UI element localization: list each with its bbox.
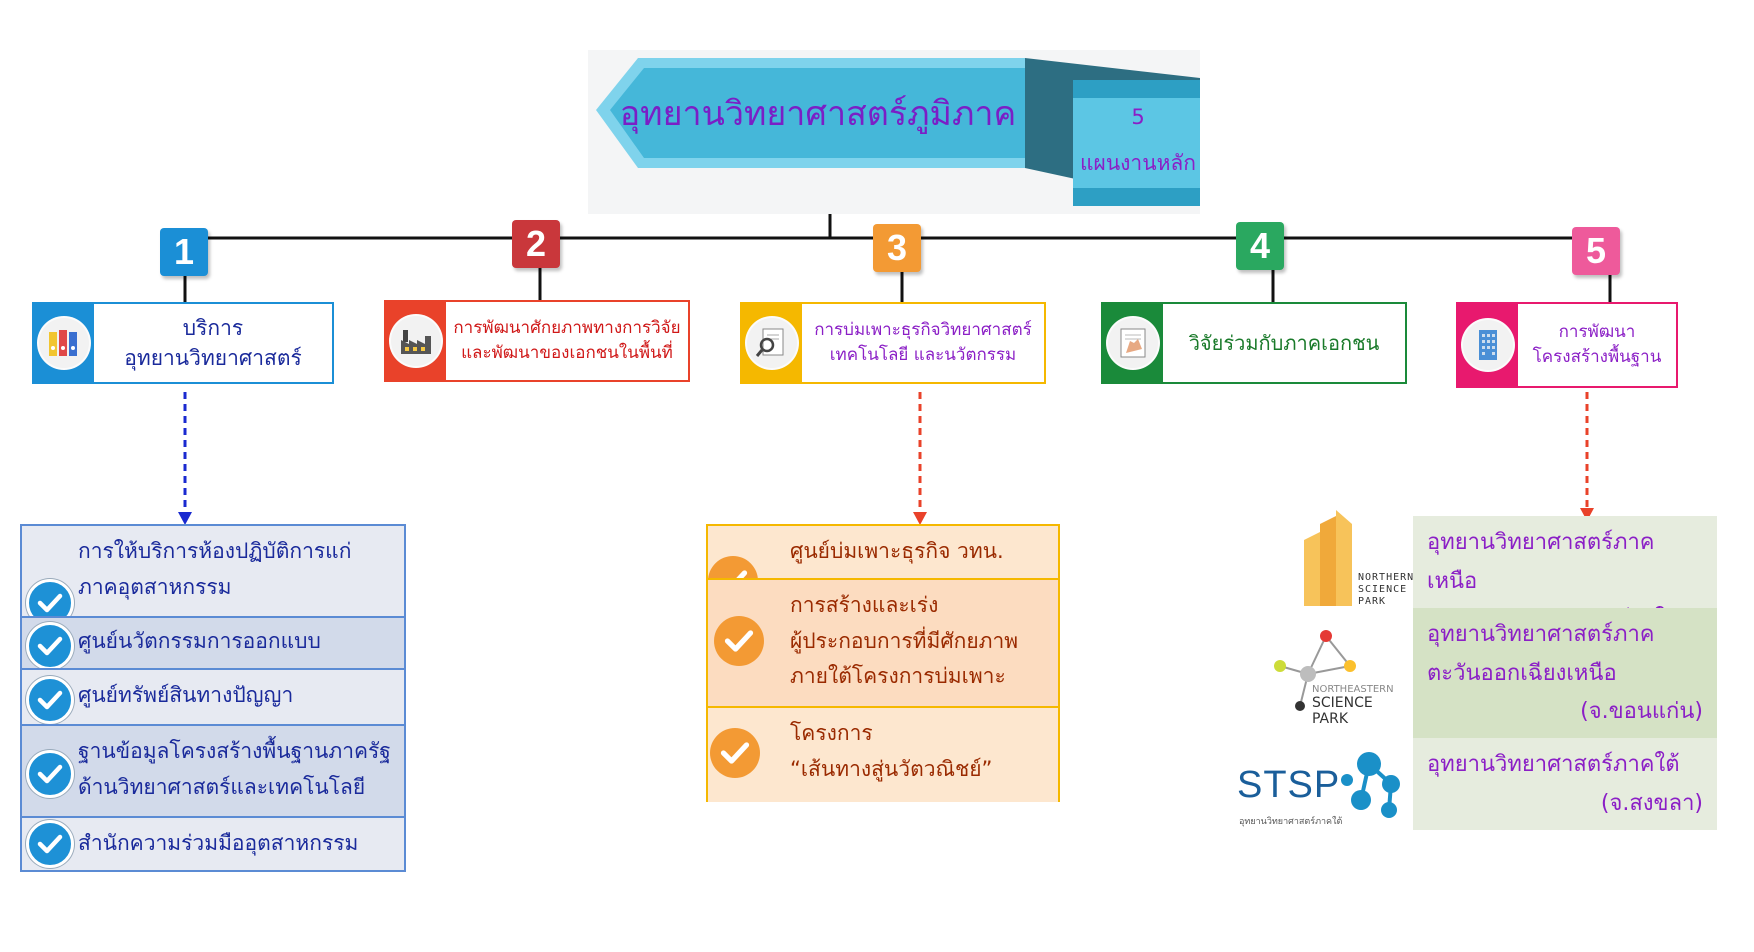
plan-1-line1: บริการ (182, 315, 244, 340)
northern-science-park-logo: NORTHERN SCIENCE PARK (1302, 510, 1415, 610)
plan-number-3: 3 (873, 224, 921, 272)
plan-card-1: บริการ อุทยานวิทยาศาสตร์ (32, 302, 334, 384)
plan-4-line1: วิจัยร่วมกับภาคเอกชน (1188, 330, 1380, 355)
park-row-northeastern: อุทยานวิทยาศาสตร์ภาค ตะวันออกเฉียงเหนือ … (1413, 608, 1717, 738)
list-item: การให้บริการห้องปฏิบัติการแก่ ภาคอุตสาหก… (22, 526, 404, 627)
services-list: การให้บริการห้องปฏิบัติการแก่ ภาคอุตสาหก… (20, 524, 406, 872)
plan-card-4: วิจัยร่วมกับภาคเอกชน (1101, 302, 1407, 384)
service-4-line1: ฐานข้อมูลโครงสร้างพื้นฐานภาครัฐ (78, 739, 391, 763)
service-1-line1: การให้บริการห้องปฏิบัติการแก่ (78, 539, 352, 563)
incubation-3-line2: “เส้นทางสู่นวัตวณิชย์” (790, 756, 993, 781)
header-title: อุทยานวิทยาศาสตร์ภูมิภาค (619, 94, 1017, 134)
plan-1-line2: อุทยานวิทยาศาสตร์ (124, 346, 302, 370)
park-row-southern: อุทยานวิทยาศาสตร์ภาคใต้ (จ.สงขลา) (1413, 738, 1717, 830)
park-2-name-line2: ตะวันออกเฉียงเหนือ (1427, 660, 1617, 686)
check-icon (26, 820, 74, 868)
incubation-list: ศูนย์บ่มเพาะธุรกิจ วทน. การสร้างและเร่ง … (706, 524, 1060, 802)
park-3-name: อุทยานวิทยาศาสตร์ภาคใต้ (1427, 752, 1680, 777)
binders-icon (37, 316, 91, 370)
plan-number-5: 5 (1572, 227, 1620, 275)
park-2-province: (จ.ขอนแก่น) (1580, 699, 1703, 724)
check-icon (26, 750, 74, 798)
list-item: สำนักความร่วมมืออุตสาหกรรม (22, 816, 404, 870)
service-4-line2: ด้านวิทยาศาสตร์และเทคโนโลยี (78, 774, 366, 799)
park-3-province: (จ.สงขลา) (1600, 790, 1703, 816)
service-1-line2: ภาคอุตสาหกรรม (78, 574, 232, 599)
plan-number-2: 2 (512, 220, 560, 268)
plan-card-2: การพัฒนาศักยภาพทางการวิจัย และพัฒนาของเอ… (384, 300, 690, 382)
list-item: การสร้างและเร่ง ผู้ประกอบการที่มีศักยภาพ… (708, 578, 1058, 708)
plan-card-5: การพัฒนา โครงสร้างพื้นฐาน (1456, 302, 1678, 388)
handshake-document-icon (1106, 316, 1160, 370)
magnifier-document-icon (745, 316, 799, 370)
service-5-line1: สำนักความร่วมมืออุตสาหกรรม (78, 831, 359, 855)
incubation-3-line1: โครงการ (790, 721, 873, 745)
list-item: ศูนย์ทรัพย์สินทางปัญญา (22, 668, 404, 724)
northern-logo-line2: SCIENCE (1358, 584, 1408, 595)
northeastern-science-park-logo: NORTHEASTERN SCIENCE PARK (1268, 628, 1412, 727)
list-item: ศูนย์บ่มเพาะธุรกิจ วทน. (708, 526, 1058, 606)
header-count-label: แผนงานหลัก (1079, 151, 1197, 175)
park-row-northern: อุทยานวิทยาศาสตร์ภาคเหนือ (จ.เชียงใหม่) (1413, 516, 1717, 632)
list-item: โครงการ “เส้นทางสู่นวัตวณิชย์” (708, 706, 1058, 802)
northern-logo-line1: NORTHERN (1358, 572, 1415, 583)
plan-number-4: 4 (1236, 222, 1284, 270)
stsp-logo-subtext: อุทยานวิทยาศาสตร์ภาคใต้ (1239, 817, 1343, 827)
plan-card-3: การบ่มเพาะธุรกิจวิทยาศาสตร์ เทคโนโลยี แล… (740, 302, 1046, 384)
check-icon (710, 728, 760, 778)
building-icon (1461, 318, 1515, 372)
check-icon (714, 616, 764, 666)
check-icon (26, 676, 74, 724)
service-2-line1: ศูนย์นวัตกรรมการออกแบบ (78, 629, 321, 653)
arrow-banner-shape (596, 58, 1200, 206)
plan-5-line1: การพัฒนา (1558, 322, 1636, 343)
northeastern-logo-line1: NORTHEASTERN (1312, 684, 1394, 695)
plan-3-line1: การบ่มเพาะธุรกิจวิทยาศาสตร์ (814, 320, 1032, 341)
northern-logo-line3: PARK (1358, 596, 1387, 607)
factory-icon (389, 314, 443, 368)
northeastern-logo-line2: SCIENCE PARK (1312, 695, 1373, 727)
plan-number-1: 1 (160, 228, 208, 276)
park-1-name: อุทยานวิทยาศาสตร์ภาคเหนือ (1427, 530, 1655, 594)
stsp-logo-text: STSP (1237, 764, 1341, 806)
stsp-logo: STSP อุทยานวิทยาศาสตร์ภาคใต้ (1237, 744, 1413, 830)
incubation-1-line1: ศูนย์บ่มเพาะธุรกิจ วทน. (790, 539, 1004, 563)
incubation-2-line3: ภายใต้โครงการบ่มเพาะ (790, 664, 1006, 689)
list-item: ศูนย์นวัตกรรมการออกแบบ (22, 616, 404, 670)
list-item: ฐานข้อมูลโครงสร้างพื้นฐานภาครัฐ ด้านวิทย… (22, 724, 404, 816)
check-icon (26, 622, 74, 670)
header-count: 5 (1131, 105, 1145, 129)
plan-3-line2: เทคโนโลยี และนวัตกรรม (829, 345, 1017, 365)
plan-2-line1: การพัฒนาศักยภาพทางการวิจัย (453, 318, 681, 339)
plan-2-line2: และพัฒนาของเอกชนในพื้นที่ (461, 343, 673, 363)
service-3-line1: ศูนย์ทรัพย์สินทางปัญญา (78, 683, 294, 707)
plan-5-line2: โครงสร้างพื้นฐาน (1532, 347, 1662, 367)
incubation-2-line2: ผู้ประกอบการที่มีศักยภาพ (790, 628, 1019, 653)
park-2-name-line1: อุทยานวิทยาศาสตร์ภาค (1427, 622, 1655, 647)
incubation-2-line1: การสร้างและเร่ง (790, 593, 939, 617)
header-banner: อุทยานวิทยาศาสตร์ภูมิภาค 5 แผนงานหลัก (588, 50, 1200, 214)
